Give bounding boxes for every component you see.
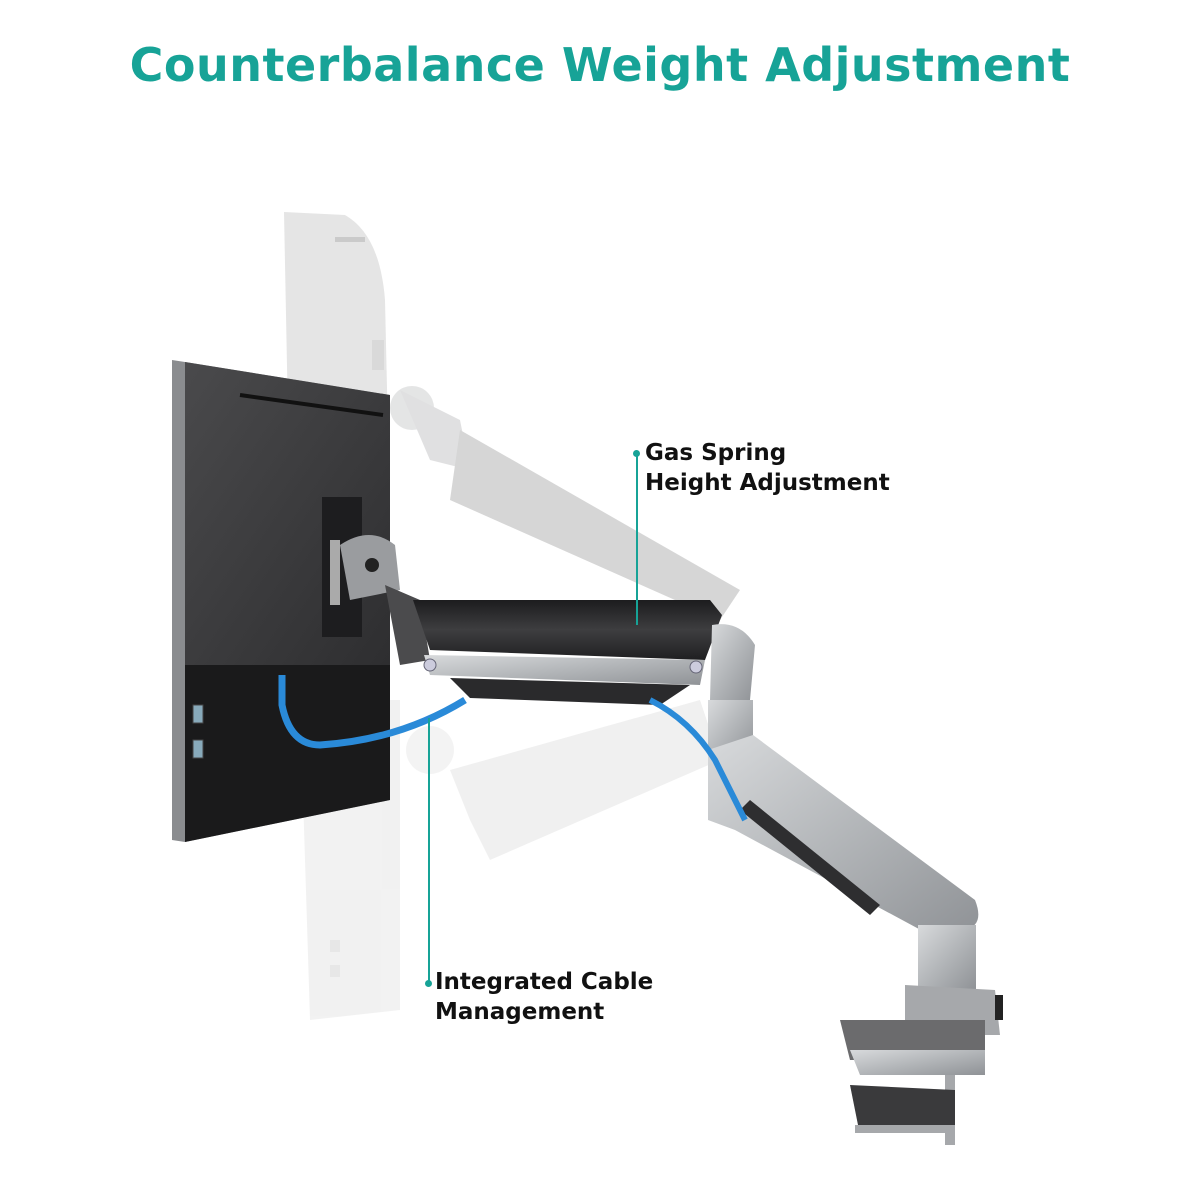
callout-cable-line2: Management bbox=[435, 999, 605, 1025]
callout-gas-spring-line1: Gas Spring bbox=[645, 440, 787, 466]
callout-cable: Integrated Cable Management bbox=[435, 967, 653, 1027]
monitor bbox=[172, 360, 390, 842]
page-title: Counterbalance Weight Adjustment bbox=[129, 38, 1071, 92]
desk-clamp bbox=[840, 985, 1003, 1145]
callout-gas-spring-line2: Height Adjustment bbox=[645, 470, 890, 496]
callout-gas-spring: Gas Spring Height Adjustment bbox=[645, 438, 890, 498]
gas-spring-arm bbox=[413, 600, 722, 705]
leader-line-gas-spring bbox=[636, 453, 638, 625]
callout-cable-line1: Integrated Cable bbox=[435, 969, 654, 995]
support-arm bbox=[708, 624, 979, 990]
leader-line-cable bbox=[428, 718, 430, 984]
